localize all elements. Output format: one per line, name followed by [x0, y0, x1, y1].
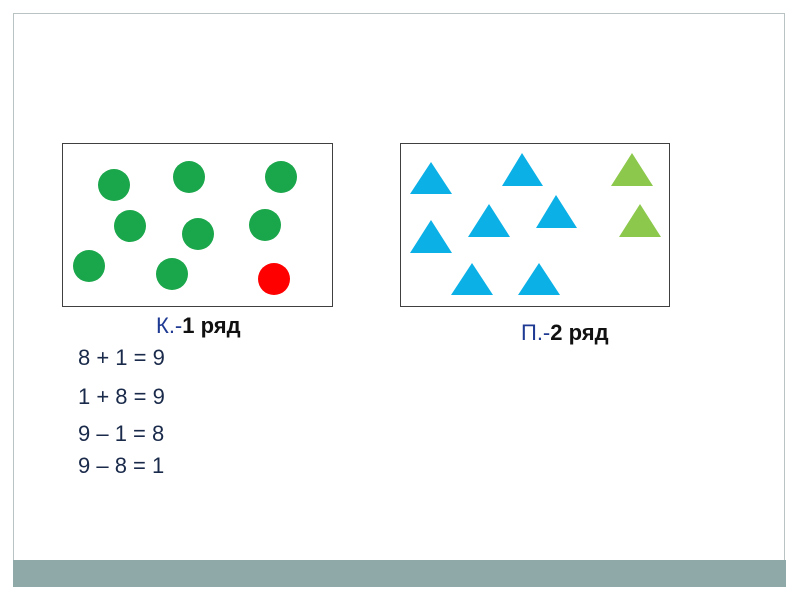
green-triangle: [619, 204, 661, 237]
green-circle: [173, 161, 205, 193]
triangles-caption: П.-2 ряд: [521, 320, 609, 346]
green-circle: [98, 169, 130, 201]
circles-caption: К.-1 ряд: [156, 313, 241, 339]
circles-panel: [62, 143, 333, 307]
triangles-caption-main: 2 ряд: [550, 320, 609, 345]
footer-bar: [13, 560, 786, 587]
equation-line: 1 + 8 = 9: [78, 384, 165, 409]
circles-caption-main: 1 ряд: [182, 313, 241, 338]
green-circle: [249, 209, 281, 241]
blue-triangle: [410, 220, 452, 253]
green-circle: [156, 258, 188, 290]
blue-triangle: [536, 195, 577, 228]
circles-drawing: [73, 161, 297, 295]
blue-triangle: [451, 263, 493, 295]
blue-triangle: [518, 263, 560, 295]
equation-line: 9 – 8 = 1: [78, 453, 165, 478]
blue-triangle: [468, 204, 510, 237]
green-circle: [265, 161, 297, 193]
blue-triangle: [410, 162, 452, 194]
green-triangle: [611, 153, 653, 186]
green-circle: [182, 218, 214, 250]
triangles-panel: [400, 143, 670, 307]
circles-caption-prefix: К.-: [156, 313, 183, 338]
green-circle: [73, 250, 105, 282]
triangles-drawing: [410, 153, 661, 295]
equation-line: 8 + 1 = 9: [78, 345, 165, 370]
equation-line: 9 – 1 = 8: [78, 421, 165, 446]
red-circle: [258, 263, 290, 295]
green-circle: [114, 210, 146, 242]
blue-triangle: [502, 153, 543, 186]
triangles-caption-prefix: П.-: [521, 320, 551, 345]
